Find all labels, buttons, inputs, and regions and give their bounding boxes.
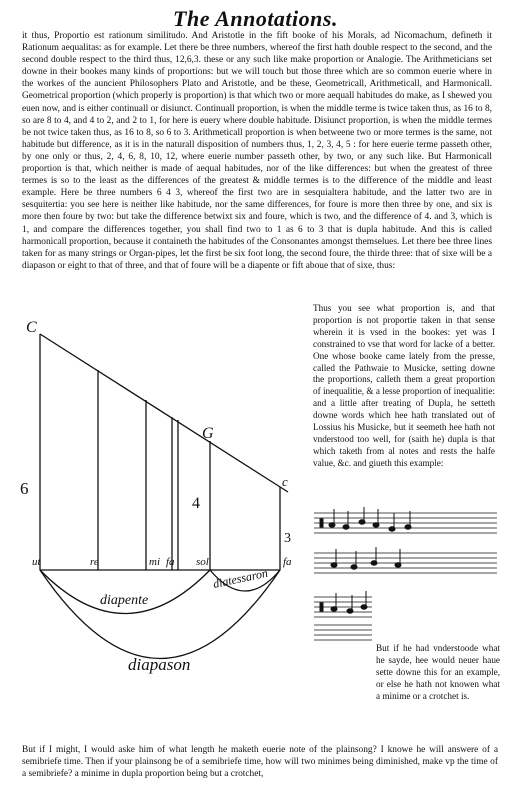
arc-diatessaron: [209, 569, 281, 592]
page-header-title: The Annotations.: [173, 6, 338, 31]
arc-label-diapason: diapason: [128, 655, 190, 674]
right-column-paragraph: Thus you see what proportion is, and tha…: [313, 303, 495, 468]
point-label-small-c: c: [282, 474, 288, 489]
right-column-paragraph-continued: But if he had vnderstoode what he sayde,…: [376, 643, 500, 701]
point-label-c: C: [26, 319, 37, 336]
point-label-g: G: [202, 425, 214, 442]
base-label-ut: ut: [32, 556, 42, 568]
base-label-fa-right: fa: [283, 556, 292, 568]
slant-top-line: [39, 333, 289, 493]
top-paragraph: it thus, Proportio est rationum similitu…: [22, 31, 492, 271]
arc-diapente: [39, 569, 211, 614]
base-label-fa: fa: [166, 556, 175, 568]
harmonic-proportion-diagram: C G c 6 4 3 ut re mi fa sol fa diapente …: [20, 319, 292, 674]
length-label-4: 4: [192, 495, 200, 512]
bottom-paragraph: But if I might, I would aske him of what…: [22, 745, 498, 780]
arc-diapason: [39, 569, 281, 660]
base-label-sol: sol: [196, 556, 209, 568]
base-label-re: re: [90, 556, 99, 568]
base-label-mi: mi: [149, 556, 160, 568]
music-notation-example: [314, 507, 497, 641]
arc-label-diapente: diapente: [100, 593, 148, 608]
length-label-3: 3: [284, 531, 291, 546]
length-label-6: 6: [20, 479, 29, 498]
